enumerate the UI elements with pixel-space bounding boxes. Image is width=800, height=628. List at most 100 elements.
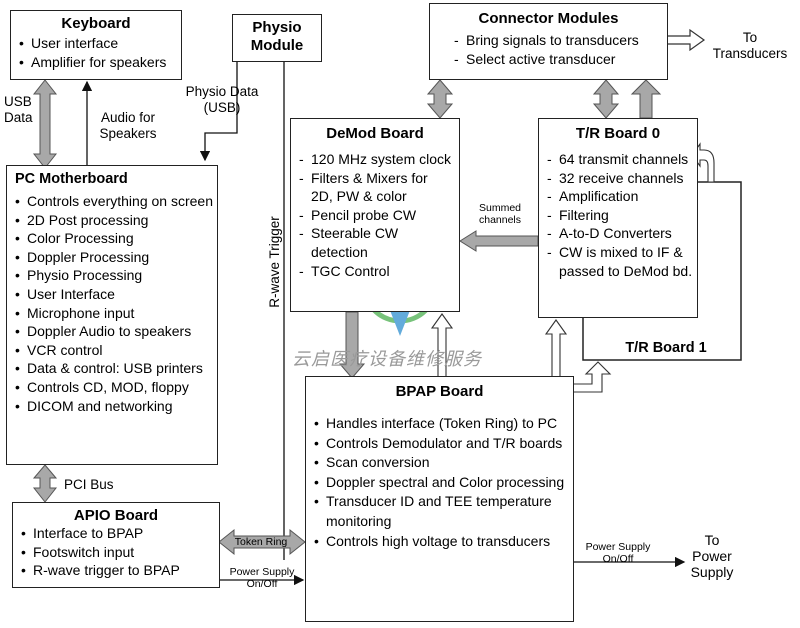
list-item: Controls Demodulator and T/R boards (312, 434, 567, 454)
audio-label-line2: Speakers (99, 126, 157, 141)
list-item: Amplification (545, 187, 693, 206)
list-item: Doppler Processing (13, 248, 213, 267)
physio-data-label-line1: Physio Data (185, 84, 259, 99)
keyboard-box: Keyboard User interface Amplifier for sp… (10, 10, 182, 80)
list-item: User interface (17, 34, 181, 53)
list-item: Filtering (545, 206, 693, 225)
bpap-board-box: BPAP Board Handles interface (Token Ring… (305, 376, 574, 622)
bpap-tr0-arrow (544, 319, 568, 376)
list-item: Filters & Mixers for 2D, PW & color (297, 169, 453, 206)
apio-list: Interface to BPAP Footswitch input R-wav… (19, 524, 215, 580)
physio-title-line2: Module (250, 37, 304, 54)
list-item: Handles interface (Token Ring) to PC (312, 414, 567, 434)
list-item: 120 MHz system clock (297, 150, 453, 169)
list-item: VCR control (13, 341, 213, 360)
list-item: Controls high voltage to transducers (312, 532, 567, 552)
list-item: TGC Control (297, 262, 453, 281)
usb-data-label-line2: Data (4, 110, 33, 125)
list-item: 32 receive channels (545, 169, 693, 188)
pci-bus-arrow (32, 464, 58, 503)
list-item: R-wave trigger to BPAP (19, 561, 215, 580)
list-item: 2D Post processing (13, 211, 213, 230)
power-supply-left-label: Power Supply On/Off (220, 566, 304, 590)
ps-right-line2: On/Off (602, 553, 634, 565)
list-item: Interface to BPAP (19, 524, 215, 543)
demod-list: 120 MHz system clock Filters & Mixers fo… (297, 150, 453, 280)
to-power-line3: Supply (690, 564, 734, 580)
connector-demod-arrow (426, 79, 454, 119)
to-transducers-label: To Transducers (703, 30, 797, 62)
physio-data-label: Physio Data (USB) (172, 84, 272, 116)
list-item: 64 transmit channels (545, 150, 693, 169)
pc-list: Controls everything on screen 2D Post pr… (13, 192, 213, 415)
power-supply-right-label: Power Supply On/Off (576, 541, 660, 565)
watermark-text: 云启医疗设备维修服务 (292, 349, 482, 370)
list-item: DICOM and networking (13, 397, 213, 416)
list-item: Microphone input (13, 304, 213, 323)
list-item: Bring signals to transducers (452, 31, 667, 50)
list-item: Doppler Audio to speakers (13, 322, 213, 341)
list-item: Controls CD, MOD, floppy (13, 378, 213, 397)
summed-label-line2: channels (478, 214, 522, 226)
list-item: Footswitch input (19, 543, 215, 562)
list-item: Color Processing (13, 229, 213, 248)
keyboard-title: Keyboard (61, 15, 131, 32)
physio-data-label-line2: (USB) (203, 100, 241, 115)
tr-board-0-box: T/R Board 0 64 transmit channels 32 rece… (538, 118, 698, 318)
to-power-line1: To (704, 532, 720, 548)
token-ring-label: Token Ring (234, 536, 288, 548)
list-item: A-to-D Converters (545, 224, 693, 243)
to-power-line2: Power (692, 548, 732, 564)
connector-modules-box: Connector Modules Bring signals to trans… (429, 3, 668, 80)
list-item: Controls everything on screen (13, 192, 213, 211)
demod-bpap-arrow (338, 311, 366, 379)
tr0-title: T/R Board 0 (575, 125, 661, 142)
pci-bus-label: PCI Bus (64, 477, 114, 492)
pc-title: PC Motherboard (15, 171, 128, 187)
bpap-demod-arrow (430, 313, 454, 376)
list-item: Amplifier for speakers (17, 53, 181, 72)
list-item: Doppler spectral and Color processing (312, 473, 567, 493)
physio-data-arrow (199, 62, 238, 162)
summed-channels-arrow (459, 230, 539, 252)
summed-channels-label: Summed channels (470, 202, 530, 226)
bpap-list: Handles interface (Token Ring) to PC Con… (312, 414, 567, 551)
demod-board-box: DeMod Board 120 MHz system clock Filters… (290, 118, 460, 312)
list-item: CW is mixed to IF & passed to DeMod bd. (545, 243, 693, 280)
audio-label-line1: Audio for (100, 110, 156, 125)
usb-data-label-line1: USB (4, 94, 32, 109)
list-item: Physio Processing (13, 266, 213, 285)
physio-title-line1: Physio (252, 19, 302, 36)
keyboard-list: User interface Amplifier for speakers (17, 34, 181, 71)
list-item: Data & control: USB printers (13, 359, 213, 378)
to-transducers-arrow (668, 28, 706, 52)
apio-board-box: APIO Board Interface to BPAP Footswitch … (12, 502, 220, 588)
connector-tr0-arrow (592, 79, 620, 119)
pc-motherboard-box: PC Motherboard Controls everything on sc… (6, 165, 218, 465)
audio-speakers-label: Audio for Speakers (90, 110, 166, 142)
physio-module-box: Physio Module (232, 14, 322, 62)
bpap-title: BPAP Board (395, 383, 484, 400)
list-item: Pencil probe CW (297, 206, 453, 225)
ps-right-line1: Power Supply (585, 541, 651, 553)
list-item: Transducer ID and TEE temperature monito… (312, 492, 567, 531)
connector-list: Bring signals to transducers Select acti… (452, 31, 667, 68)
tr0-list: 64 transmit channels 32 receive channels… (545, 150, 693, 280)
ps-left-line1: Power Supply (229, 566, 295, 578)
bpap-tr1-arrow (574, 361, 612, 393)
tr1-connector-arrow (630, 79, 662, 119)
apio-title: APIO Board (73, 507, 159, 524)
summed-label-line1: Summed (478, 202, 521, 214)
list-item: User Interface (13, 285, 213, 304)
to-transducers-line1: To (742, 30, 758, 45)
list-item: Steerable CW detection (297, 224, 453, 261)
list-item: Select active transducer (452, 50, 667, 69)
usb-data-label: USB Data (4, 94, 40, 126)
to-power-supply-label: To Power Supply (686, 532, 738, 580)
list-item: Scan conversion (312, 453, 567, 473)
to-transducers-line2: Transducers (712, 46, 788, 61)
connector-title: Connector Modules (478, 10, 619, 27)
ps-left-line2: On/Off (246, 578, 278, 590)
demod-title: DeMod Board (326, 125, 424, 142)
tr1-title: T/R Board 1 (625, 340, 707, 356)
